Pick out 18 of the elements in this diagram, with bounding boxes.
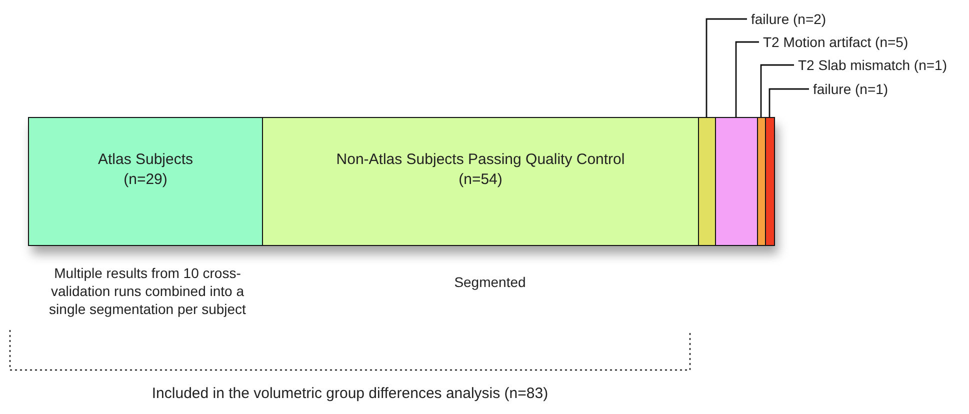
segment-note: Segmented bbox=[453, 273, 527, 291]
bar-segment bbox=[698, 117, 716, 246]
callout-label: failure (n=1) bbox=[813, 80, 888, 98]
segment-label: Non-Atlas Subjects Passing Quality Control (n=54) bbox=[335, 150, 626, 190]
segment-note: Multiple results from 10 cross-validation runs combined into a single segmentation per subject bbox=[48, 264, 247, 318]
bar-segment bbox=[262, 117, 699, 246]
callout-label: T2 Motion artifact (n=5) bbox=[763, 33, 908, 51]
bracket-label: Included in the volumetric group differences analysis (n=83) bbox=[150, 384, 550, 404]
leader-line bbox=[768, 88, 809, 117]
bar-segment bbox=[28, 117, 263, 246]
leader-line bbox=[706, 18, 747, 117]
leader-line bbox=[760, 64, 794, 117]
bar-segment bbox=[765, 117, 775, 246]
callout-label: T2 Slab mismatch (n=1) bbox=[798, 56, 947, 74]
leader-line bbox=[735, 41, 759, 117]
callout-label: failure (n=2) bbox=[751, 10, 826, 28]
bar-segment bbox=[715, 117, 758, 246]
segment-label: Atlas Subjects (n=29) bbox=[96, 150, 194, 190]
